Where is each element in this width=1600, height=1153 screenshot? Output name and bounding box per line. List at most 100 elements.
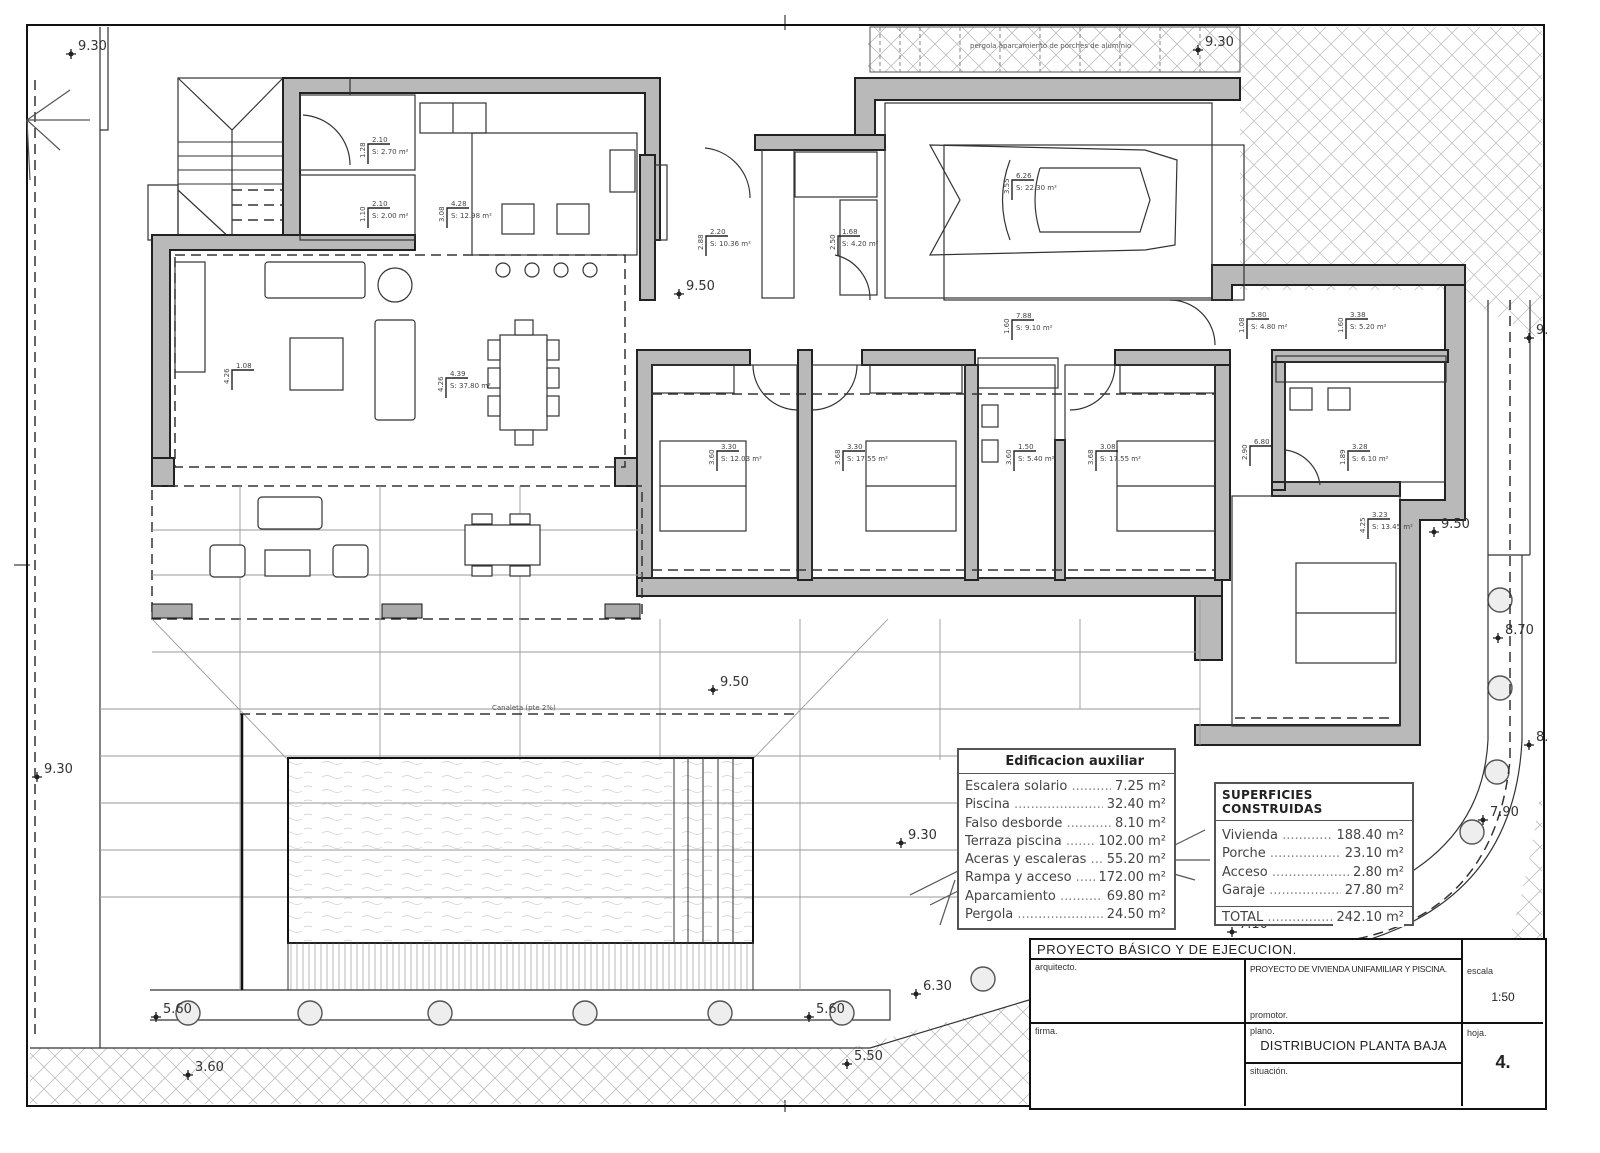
lvl-ne-top-marker: 9.30 bbox=[1193, 35, 1234, 55]
level-value: 8. bbox=[1536, 730, 1548, 745]
location-cell: situación. bbox=[1246, 1064, 1461, 1106]
pool-terrace bbox=[100, 600, 1201, 990]
level-value: 5.50 bbox=[854, 1049, 883, 1064]
bedrooms bbox=[651, 299, 1447, 727]
title-block: PROYECTO BÁSICO Y DE EJECUCION. arquitec… bbox=[1029, 938, 1547, 1110]
sheet-label: hoja. bbox=[1467, 1028, 1487, 1038]
room-area: S: 12.03 m² bbox=[721, 455, 762, 463]
auxiliary-table-rows: Escalera solario7.25 m² Piscina32.40 m² … bbox=[959, 774, 1174, 925]
porch bbox=[151, 485, 643, 620]
level-value: 9.50 bbox=[686, 279, 715, 294]
surface-total-value: 242.10 m² bbox=[1332, 909, 1404, 928]
surface-row: Acceso2.80 m² bbox=[1216, 863, 1412, 882]
room-width: 3.30 bbox=[847, 443, 863, 451]
lvl-road-marker: 6.30 bbox=[911, 979, 952, 999]
aux-row: Pergola24.50 m² bbox=[959, 906, 1174, 925]
project-name: PROYECTO DE VIVIENDA UNIFAMILIAR Y PISCI… bbox=[1250, 964, 1447, 974]
level-value: 6.30 bbox=[923, 979, 952, 994]
room-width: 6.80 bbox=[1254, 438, 1270, 446]
pergola-note: pergola aparcamiento de porches de alumi… bbox=[970, 42, 1131, 50]
built-surfaces-title: SUPERFICIES CONSTRUIDAS bbox=[1216, 784, 1412, 821]
room-height: 2.50 bbox=[829, 234, 837, 250]
room-height: 1.60 bbox=[1003, 318, 1011, 334]
room-width: 3.30 bbox=[721, 443, 737, 451]
project-cell: PROYECTO DE VIVIENDA UNIFAMILIAR Y PISCI… bbox=[1246, 960, 1461, 1024]
room-height: 3.68 bbox=[1087, 449, 1095, 465]
scale-value: 1:50 bbox=[1491, 990, 1515, 1004]
aux-label: Rampa y acceso bbox=[965, 869, 1095, 887]
aux-label: Escalera solario bbox=[965, 778, 1111, 796]
surface-total-label: TOTAL bbox=[1222, 909, 1333, 927]
aux-row: Rampa y acceso172.00 m² bbox=[959, 869, 1174, 888]
lvl-east-mid-marker: 8.70 bbox=[1493, 623, 1534, 643]
aux-label: Aceras y escaleras bbox=[965, 851, 1103, 869]
room-width: 3.08 bbox=[1100, 443, 1116, 451]
room-width: 6.26 bbox=[1016, 172, 1032, 180]
room-height: 1.89 bbox=[1339, 449, 1347, 465]
level-value: 9.30 bbox=[44, 762, 73, 777]
interior-lines bbox=[299, 78, 1245, 301]
room-height: 3.68 bbox=[834, 449, 842, 465]
lvl-west-marker: 9.30 bbox=[32, 762, 73, 782]
room-width: 4.39 bbox=[450, 370, 466, 378]
room-width: 3.38 bbox=[1350, 311, 1366, 319]
level-value: 9.30 bbox=[78, 39, 107, 54]
scale-label: escala bbox=[1467, 966, 1494, 976]
room-height: 1.10 bbox=[359, 206, 367, 222]
auxiliary-table-title: Edificacion auxiliar bbox=[959, 750, 1174, 774]
room-area: S: 17.55 m² bbox=[1100, 455, 1141, 463]
paving-north bbox=[868, 27, 1240, 72]
room-height: 2.90 bbox=[1241, 444, 1249, 460]
lvl-curve-marker: 7.90 bbox=[1478, 805, 1519, 825]
level-value: 7.90 bbox=[1490, 805, 1519, 820]
lvl-terrace-marker: 9.50 bbox=[708, 675, 749, 695]
room-area: S: 13.45 m² bbox=[1372, 523, 1413, 531]
lvl-street-e-marker: 5.50 bbox=[842, 1049, 883, 1069]
built-surfaces-table: SUPERFICIES CONSTRUIDAS Vivienda188.40 m… bbox=[1214, 782, 1414, 928]
room-area: S: 5.20 m² bbox=[1350, 323, 1387, 331]
aux-label: Falso desborde bbox=[965, 815, 1111, 833]
room-height: 2.88 bbox=[697, 234, 705, 250]
surface-label: Porche bbox=[1222, 845, 1341, 863]
room-height: 4.26 bbox=[223, 368, 231, 384]
level-value: 9.30 bbox=[908, 828, 937, 843]
lvl-s-marker: 5.60 bbox=[804, 1002, 845, 1022]
level-value: 5.60 bbox=[816, 1002, 845, 1017]
room-area: S: 17.55 m² bbox=[847, 455, 888, 463]
room-height: 3.60 bbox=[1005, 449, 1013, 465]
level-value: 5.60 bbox=[163, 1002, 192, 1017]
channel-label: Canaleta (pte 2%) bbox=[492, 704, 556, 712]
room-bed-2-label: 3.30 3.68 S: 17.55 m² bbox=[834, 443, 888, 471]
surface-row: Garaje27.80 m² bbox=[1216, 881, 1412, 901]
lvl-nw-marker: 9.30 bbox=[66, 39, 107, 59]
surface-label: Garaje bbox=[1222, 882, 1341, 900]
aux-value: 8.10 m² bbox=[1111, 814, 1166, 833]
level-value: 9. bbox=[1536, 323, 1548, 338]
paving-south-street bbox=[30, 1048, 1030, 1104]
signature-cell: firma. bbox=[1031, 1024, 1246, 1106]
aux-row: Escalera solario7.25 m² bbox=[959, 778, 1174, 797]
room-height: 1.08 bbox=[1238, 317, 1246, 333]
room-area: S: 12.98 m² bbox=[451, 212, 492, 220]
signature-label: firma. bbox=[1035, 1026, 1058, 1036]
lvl-hall-marker: 9.50 bbox=[674, 279, 715, 299]
room-width: 2.10 bbox=[372, 136, 388, 144]
swimming-pool bbox=[287, 757, 754, 991]
aux-value: 7.25 m² bbox=[1111, 778, 1166, 797]
room-area: S: 4.20 m² bbox=[842, 240, 879, 248]
aux-row: Terraza piscina102.00 m² bbox=[959, 832, 1174, 852]
room-height: 3.55 bbox=[1003, 178, 1011, 194]
surface-total-row: TOTAL242.10 m² bbox=[1216, 906, 1412, 928]
room-area: S: 5.40 m² bbox=[1018, 455, 1055, 463]
trees bbox=[175, 587, 1513, 1026]
aux-label: Piscina bbox=[965, 796, 1103, 814]
surface-label: Acceso bbox=[1222, 864, 1349, 882]
